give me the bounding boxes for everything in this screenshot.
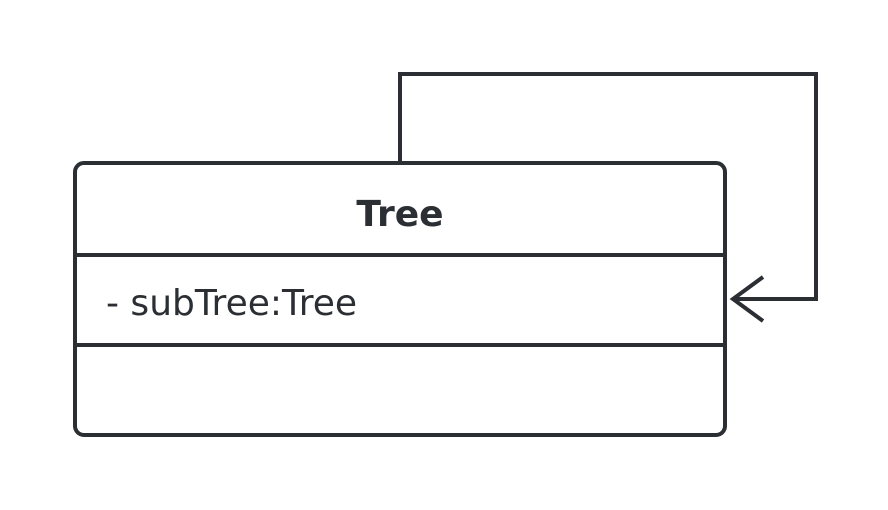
association-arrowhead	[729, 275, 765, 323]
class-attribute: - subTree:Tree	[106, 283, 357, 324]
self-association-line	[398, 72, 818, 301]
class-tree[interactable]: Tree - subTree:Tree	[73, 161, 727, 437]
class-name: Tree	[356, 194, 443, 235]
class-box	[73, 161, 727, 437]
